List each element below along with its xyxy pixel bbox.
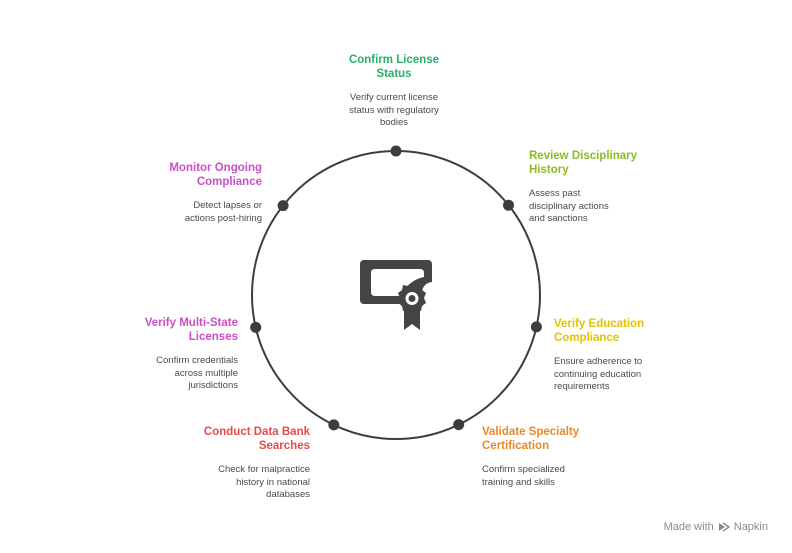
step-marker-dot: [453, 419, 465, 431]
step-title: Conduct Data Bank Searches: [203, 426, 310, 452]
certificate-icon: [360, 260, 432, 330]
step-title: Confirm License Status: [348, 54, 440, 80]
step-description: Ensure adherence to continuing education…: [554, 356, 643, 392]
step-confirm-license-status: Confirm License Status Verify current li…: [322, 53, 466, 130]
step-description: Assess past disciplinary actions and san…: [529, 188, 609, 224]
napkin-logo-icon: [718, 522, 730, 532]
step-verify-multi-state-licenses: Verify Multi-State Licenses Confirm cred…: [100, 316, 238, 393]
step-validate-specialty-certification: Validate Specialty Certification Confirm…: [482, 425, 632, 489]
watermark-brand: Napkin: [733, 521, 768, 533]
step-title: Monitor Ongoing Compliance: [169, 162, 262, 188]
step-marker-dot: [503, 199, 514, 211]
step-marker-dot: [277, 200, 289, 212]
step-marker-dot: [250, 321, 262, 333]
step-monitor-ongoing-compliance: Monitor Ongoing Compliance Detect lapses…: [112, 161, 262, 225]
step-marker-dot: [390, 145, 402, 157]
step-markers: [250, 145, 542, 431]
step-verify-education-compliance: Verify Education Compliance Ensure adher…: [554, 317, 704, 394]
step-description: Detect lapses or actions post-hiring: [184, 200, 262, 224]
step-title: Verify Multi-State Licenses: [144, 317, 238, 343]
step-marker-dot: [328, 419, 340, 431]
step-review-disciplinary-history: Review Disciplinary History Assess past …: [529, 149, 679, 226]
step-description: Confirm credentials across multiple juri…: [156, 355, 238, 391]
step-title: Review Disciplinary History: [529, 150, 638, 176]
step-conduct-data-bank-searches: Conduct Data Bank Searches Check for mal…: [150, 425, 310, 502]
step-title: Verify Education Compliance: [554, 318, 645, 344]
step-description: Verify current license status with regul…: [349, 92, 439, 128]
step-marker-dot: [530, 321, 542, 333]
step-description: Check for malpractice history in nationa…: [218, 464, 310, 500]
napkin-watermark[interactable]: Made with Napkin: [664, 521, 768, 533]
watermark-prefix: Made with: [663, 521, 714, 533]
step-description: Confirm specialized training and skills: [482, 464, 565, 488]
step-title: Validate Specialty Certification: [482, 426, 580, 452]
